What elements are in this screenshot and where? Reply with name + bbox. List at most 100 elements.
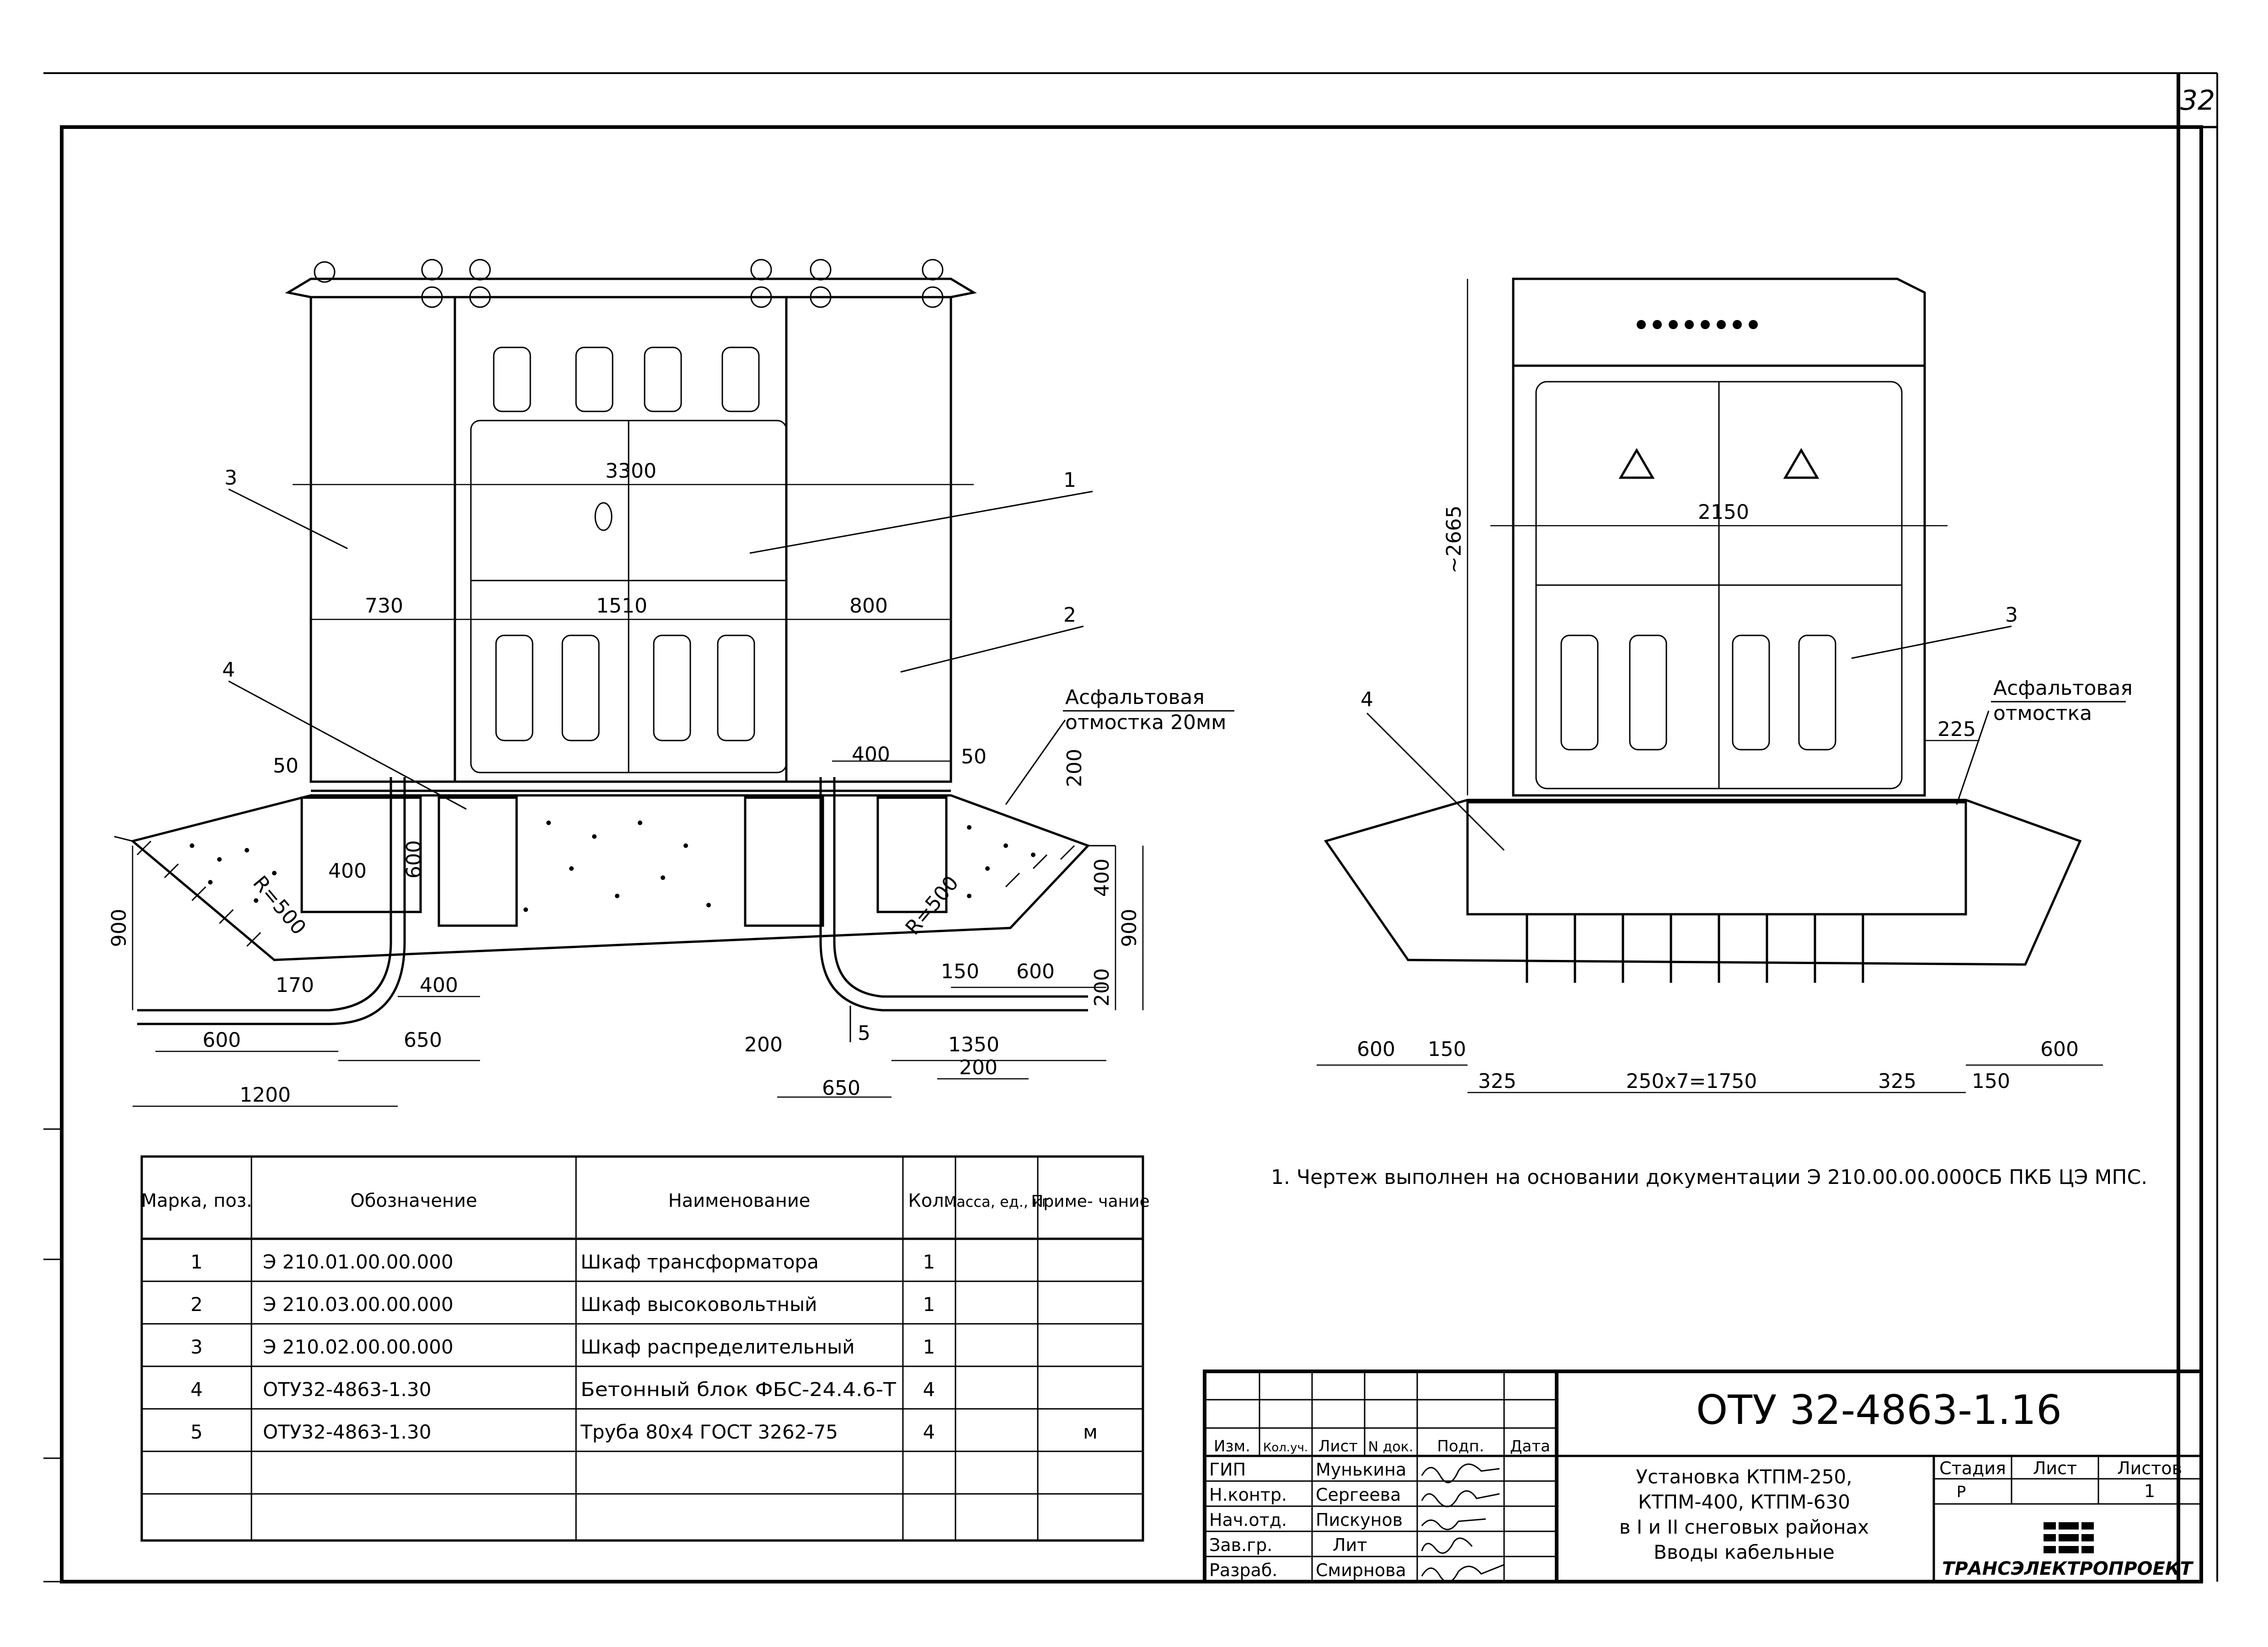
asphalt-note-line2: отмостка 20мм [1065, 711, 1226, 734]
dim-1200: 1200 [240, 1083, 291, 1107]
spec-cell: 5 [191, 1421, 203, 1443]
dim-400-right: 400 [852, 743, 890, 766]
tb-col-date: Дата [1510, 1437, 1550, 1455]
signatures [1421, 1463, 1505, 1583]
spec-header-qty: Кол. [908, 1190, 950, 1211]
pos-label-4: 4 [222, 658, 235, 682]
side-pos-label-4: 4 [1361, 688, 1373, 711]
pos-label-3: 3 [224, 466, 237, 490]
company-logo-icon [2044, 1516, 2094, 1559]
side-view [1317, 277, 2103, 1093]
tb-col-izm: Изм. [1214, 1437, 1250, 1455]
tb-role: Разраб. [1209, 1560, 1277, 1580]
dim-200-r: 200 [959, 1056, 998, 1079]
spec-cell: 2 [191, 1293, 203, 1316]
dim-800: 800 [849, 594, 888, 618]
tb-sheets-value: 1 [2144, 1481, 2155, 1501]
dim-50-left: 50 [273, 754, 299, 778]
spec-cell: Шкаф распределительный [581, 1336, 855, 1358]
spec-header-note: Приме- чание [1031, 1192, 1149, 1211]
dim-325-sl: 325 [1478, 1070, 1516, 1093]
warning-icon-left [1618, 448, 1655, 479]
doc-code: ОТУ 32-4863-1.16 [1696, 1386, 2062, 1434]
pos-label-1: 1 [1063, 469, 1076, 492]
dim-1510: 1510 [596, 594, 647, 618]
dim-650-r: 650 [822, 1077, 860, 1100]
title-line-4: Вводы кабельные [1654, 1541, 1835, 1563]
spec-cell: 1 [923, 1336, 935, 1358]
dim-730: 730 [365, 594, 403, 618]
ground-hatch [136, 840, 1075, 947]
dim-400-b: 400 [420, 974, 458, 997]
dim-3300: 3300 [605, 459, 656, 483]
dim-150-b: 150 [941, 960, 979, 983]
tb-role: Зав.гр. [1209, 1535, 1272, 1555]
tb-col-podp: Подп. [1437, 1437, 1484, 1455]
side-asphalt-line2: отмостка [1993, 702, 2092, 725]
front-leaders [228, 488, 1093, 1042]
tb-role: Нач.отд. [1209, 1510, 1287, 1530]
dim-325-sr: 325 [1878, 1070, 1916, 1093]
dim-2150: 2150 [1698, 501, 1749, 524]
dim-900-right: 900 [1118, 909, 1141, 947]
tb-col-list: Лист [1318, 1437, 1358, 1455]
pos-label-5: 5 [858, 1022, 870, 1045]
sheet-frame [43, 72, 2218, 1583]
front-dims [132, 484, 1144, 1107]
spec-cell: Шкаф высоковольтный [581, 1293, 817, 1316]
tb-name: Лит [1333, 1535, 1367, 1555]
title-line-2: КТПМ-400, КТПМ-630 [1638, 1491, 1850, 1513]
dim-650-b: 650 [404, 1029, 442, 1052]
pipe-stubs [1526, 914, 1864, 983]
spec-cell: Э 210.02.00.00.000 [263, 1336, 454, 1358]
dim-400-left: 400 [328, 859, 367, 883]
spec-header-pos: Марка, поз. [141, 1190, 252, 1211]
spec-cell: Бетонный блок ФБС-24.4.6-Т [581, 1378, 896, 1401]
connectors-row [1637, 320, 1758, 329]
spec-cell: Шкаф трансформатора [581, 1251, 819, 1273]
spec-cell: Э 210.03.00.00.000 [263, 1293, 454, 1316]
title-line-1: Установка КТПМ-250, [1636, 1466, 1852, 1488]
dim-170: 170 [276, 974, 314, 997]
dim-r500-right: R=500 [901, 871, 963, 939]
spec-cell: Э 210.01.00.00.000 [263, 1251, 454, 1273]
dim-600-b: 600 [203, 1029, 241, 1052]
spec-cell: м [1083, 1421, 1098, 1443]
company-name: ТРАНСЭЛЕКТРОПРОЕКТ [1942, 1558, 2193, 1579]
concrete-fill [190, 821, 1035, 912]
tb-stage-value: Р [1957, 1483, 1966, 1501]
asphalt-note-line1: Асфальтовая [1065, 686, 1205, 709]
lifting-eyes [314, 259, 944, 308]
dim-150-sl: 150 [1428, 1038, 1466, 1061]
tb-name: Пискунов [1316, 1510, 1403, 1530]
spec-rows: 1 Э 210.01.00.00.000 Шкаф трансформатора… [191, 1251, 1098, 1443]
spec-cell: 1 [191, 1251, 203, 1273]
dim-150-sr: 150 [1972, 1070, 2010, 1093]
dim-225: 225 [1937, 718, 1976, 741]
side-pos-label-3: 3 [2005, 603, 2018, 627]
spec-cell: Труба 80х4 ГОСТ 3262-75 [580, 1421, 838, 1443]
general-note: 1. Чертеж выполнен на основании документ… [1271, 1166, 2147, 1189]
side-asphalt-line1: Асфальтовая [1993, 677, 2133, 700]
spec-cell: 1 [923, 1293, 935, 1316]
title-line-3: в I и II снеговых районах [1619, 1516, 1869, 1538]
pos-label-2: 2 [1063, 603, 1076, 627]
tb-role: ГИП [1209, 1460, 1246, 1480]
dim-span-1750: 250х7=1750 [1626, 1070, 1757, 1093]
spec-header-designation: Обозначение [350, 1190, 477, 1211]
tb-col-kol: Кол.уч. [1263, 1441, 1308, 1455]
spec-cell: 4 [923, 1378, 935, 1401]
dim-900-left: 900 [107, 909, 131, 947]
dim-600-r: 600 [1016, 960, 1055, 983]
tb-name: Сергеева [1316, 1485, 1401, 1505]
tb-role: Н.контр. [1209, 1485, 1287, 1505]
dim-50-right: 50 [961, 745, 987, 768]
side-leaders [1366, 625, 2012, 851]
sheet-number: 32 [2180, 85, 2215, 117]
front-view [114, 259, 1144, 1107]
dim-400-v: 400 [1090, 858, 1114, 897]
tb-name: Смирнова [1316, 1560, 1406, 1580]
spec-table-grid [140, 1155, 1144, 1542]
dim-200-v: 200 [1063, 749, 1086, 787]
